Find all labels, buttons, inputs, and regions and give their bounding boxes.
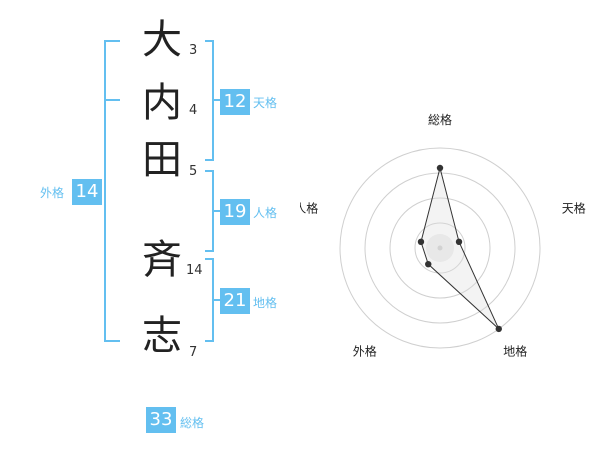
radar-polygon [420, 167, 500, 330]
radar-ring [389, 197, 491, 299]
radar-point-5 [417, 238, 425, 246]
jinkaku-label: 人格 [253, 206, 278, 220]
radar-point-1 [436, 164, 444, 172]
name-char-1: 大 [142, 17, 182, 63]
soukaku-value: 33 [146, 407, 176, 433]
radar-point-3 [495, 325, 502, 333]
name-char-3: 田 [142, 137, 182, 183]
gaikaku-value: 14 [72, 179, 102, 205]
chikaku-connector [214, 299, 222, 301]
radar-ring [364, 172, 516, 324]
radar-point-4 [425, 260, 432, 268]
radar-axis-label-1: 総格 [428, 112, 452, 127]
radar-axis-label-4: 外格 [353, 344, 377, 359]
stroke-count-5: 7 [189, 345, 198, 360]
stroke-count-2: 4 [189, 103, 198, 118]
radar-axis-label-2: 天格 [562, 200, 586, 215]
jinkaku-value: 19 [220, 199, 250, 225]
name-char-5: 志 [142, 313, 182, 359]
chikaku-label: 地格 [253, 296, 278, 310]
radar-axis-label-5: 人格 [300, 200, 318, 215]
radar-point-2 [455, 238, 463, 246]
tenkaku-label: 天格 [253, 96, 278, 110]
tenkaku-value: 12 [220, 89, 250, 115]
radar-axis-label-3: 地格 [503, 344, 527, 359]
jinkaku-bracket [205, 170, 214, 252]
name-char-4: 斉 [142, 237, 182, 283]
tenkaku-bracket [205, 40, 214, 161]
gaikaku-divider [106, 99, 120, 101]
chikaku-bracket [205, 258, 214, 342]
tenkaku-connector [214, 99, 222, 101]
soukaku-label: 総格 [180, 416, 205, 430]
radar-center-dot [437, 245, 443, 251]
chikaku-value: 21 [220, 288, 250, 314]
gaikaku-label: 外格 [40, 186, 65, 200]
stroke-count-4: 14 [186, 263, 203, 278]
radar-ring [414, 222, 466, 274]
stroke-count-3: 5 [189, 164, 198, 179]
radar-ring [339, 147, 541, 349]
name-char-2: 内 [142, 80, 182, 126]
jinkaku-connector [214, 210, 222, 212]
gaikaku-bracket [104, 40, 120, 342]
stroke-count-1: 3 [189, 43, 198, 58]
